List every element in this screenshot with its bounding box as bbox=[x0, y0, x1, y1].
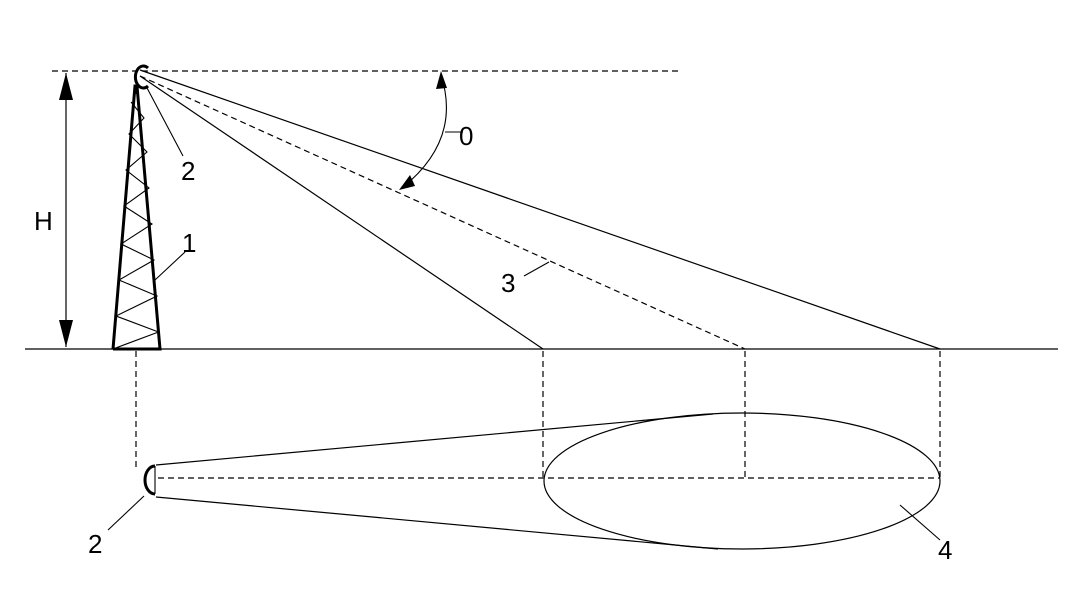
label-antenna-plan: 2 bbox=[88, 529, 102, 559]
leader-antenna-top bbox=[145, 85, 184, 157]
tower bbox=[111, 84, 162, 351]
antenna-dish-plan bbox=[143, 464, 156, 496]
label-footprint: 4 bbox=[938, 535, 952, 565]
elevation-angle-arc bbox=[399, 71, 447, 190]
plan-beam-upper bbox=[155, 413, 714, 466]
label-antenna-top: 2 bbox=[181, 156, 195, 186]
leader-footprint bbox=[899, 504, 941, 541]
antenna-dish-top bbox=[133, 64, 150, 90]
label-angle: 0 bbox=[459, 121, 473, 151]
footprint-ellipse bbox=[543, 412, 941, 550]
beam-upper-edge bbox=[139, 69, 941, 350]
beam-axis-line bbox=[139, 75, 746, 350]
plan-beam-lower bbox=[155, 496, 719, 550]
beam-lower-edge bbox=[139, 75, 544, 350]
leader-antenna-plan bbox=[107, 495, 145, 531]
label-tower: 1 bbox=[182, 228, 196, 258]
label-height: H bbox=[34, 206, 53, 236]
label-beam-axis: 3 bbox=[501, 268, 515, 298]
height-dimension bbox=[59, 73, 73, 347]
leader-tower bbox=[154, 251, 186, 281]
leader-beam-axis bbox=[523, 261, 550, 277]
